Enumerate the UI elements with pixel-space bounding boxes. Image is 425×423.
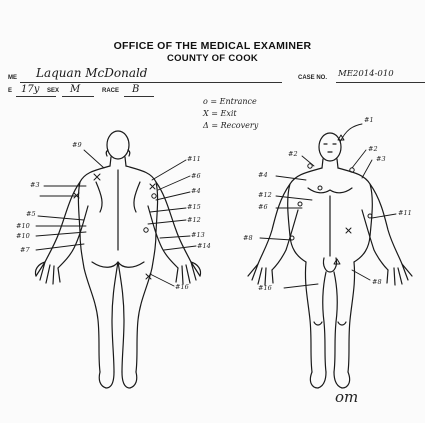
back-marker-15: #15	[187, 203, 201, 211]
front-marker-16: #16	[258, 284, 272, 292]
front-marker-1: #1	[364, 116, 374, 124]
back-marker-10-a: #10	[16, 222, 30, 230]
front-marker-4: #4	[258, 171, 268, 179]
back-marker-9: #9	[72, 141, 82, 149]
front-marker-11: #11	[398, 209, 412, 217]
back-marker-6: #6	[191, 172, 201, 180]
front-marker-8-b: #8	[372, 278, 382, 286]
front-view-figure	[248, 133, 412, 388]
back-view-figure	[35, 131, 200, 388]
back-marker-11: #11	[187, 155, 201, 163]
back-marker-10-b: #10	[16, 232, 30, 240]
back-marker-3: #3	[30, 181, 40, 189]
back-marker-7: #7	[20, 246, 30, 254]
front-marker-3: #3	[376, 155, 386, 163]
back-marker-16: #16	[175, 283, 189, 291]
examiner-initials: om	[335, 388, 358, 406]
front-marker-8-a: #8	[243, 234, 253, 242]
front-marker-2-b: #2	[368, 145, 378, 153]
marker-pointer-lines	[36, 124, 396, 288]
front-marker-6: #6	[258, 203, 268, 211]
front-marker-2-a: #2	[288, 150, 298, 158]
back-marker-5: #5	[26, 210, 36, 218]
back-marker-4: #4	[191, 187, 201, 195]
back-marker-12: #12	[187, 216, 201, 224]
back-marker-14: #14	[197, 242, 211, 250]
front-marker-12: #12	[258, 191, 272, 199]
back-marker-13: #13	[191, 231, 205, 239]
